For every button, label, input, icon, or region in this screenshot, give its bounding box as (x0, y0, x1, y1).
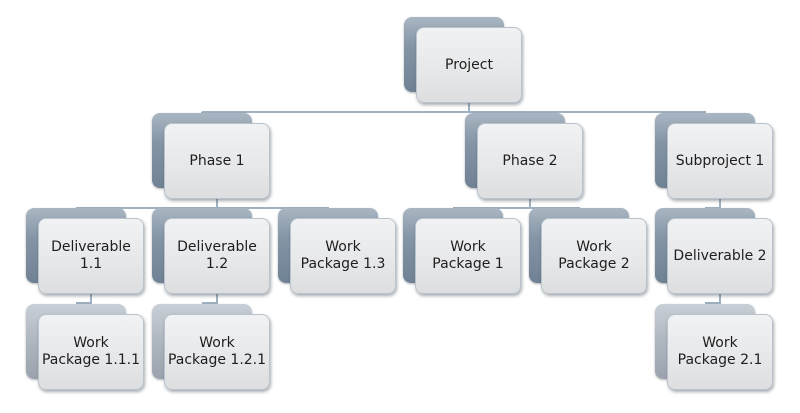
node-work-package-1-1-1: Work Package 1.1.1 (26, 304, 156, 390)
node-label: Phase 1 (164, 123, 270, 199)
node-work-package-1-2-1: Work Package 1.2.1 (152, 304, 282, 390)
node-label: Work Package 2 (541, 218, 647, 294)
connector-project (468, 102, 470, 112)
connector-phase-1 (216, 198, 218, 208)
node-work-package-1-3: Work Package 1.3 (278, 208, 408, 294)
connector-deliverable-1-2 (216, 293, 218, 303)
node-project: Project (404, 17, 534, 103)
node-label: Deliverable 2 (667, 218, 773, 294)
connector-phase-2 (529, 198, 531, 208)
node-deliverable-1-1: Deliverable 1.1 (26, 208, 156, 294)
connector-deliverable-1-1 (90, 293, 92, 303)
node-deliverable-2: Deliverable 2 (655, 208, 785, 294)
node-subproject-1: Subproject 1 (655, 113, 785, 199)
node-label: Work Package 1 (415, 218, 521, 294)
node-work-package-2: Work Package 2 (529, 208, 659, 294)
connector-bus-deliverable-2 (705, 302, 721, 304)
node-label: Deliverable 1.1 (38, 218, 144, 294)
node-label: Subproject 1 (667, 123, 773, 199)
node-work-package-1: Work Package 1 (403, 208, 533, 294)
node-label: Work Package 2.1 (667, 314, 773, 390)
node-label: Work Package 1.1.1 (38, 314, 144, 390)
node-label: Work Package 1.2.1 (164, 314, 270, 390)
node-phase-1: Phase 1 (152, 113, 282, 199)
connector-bus-project (202, 111, 706, 113)
node-work-package-2-1: Work Package 2.1 (655, 304, 785, 390)
connector-bus-phase-2 (453, 207, 580, 209)
connector-deliverable-2 (719, 293, 721, 303)
node-label: Phase 2 (477, 123, 583, 199)
connector-bus-deliverable-1-2 (202, 302, 218, 304)
node-label: Deliverable 1.2 (164, 218, 270, 294)
connector-bus-deliverable-1-1 (76, 302, 92, 304)
node-deliverable-1-2: Deliverable 1.2 (152, 208, 282, 294)
node-label: Project (416, 27, 522, 103)
connector-subproject-1 (719, 198, 721, 208)
node-phase-2: Phase 2 (465, 113, 595, 199)
node-label: Work Package 1.3 (290, 218, 396, 294)
